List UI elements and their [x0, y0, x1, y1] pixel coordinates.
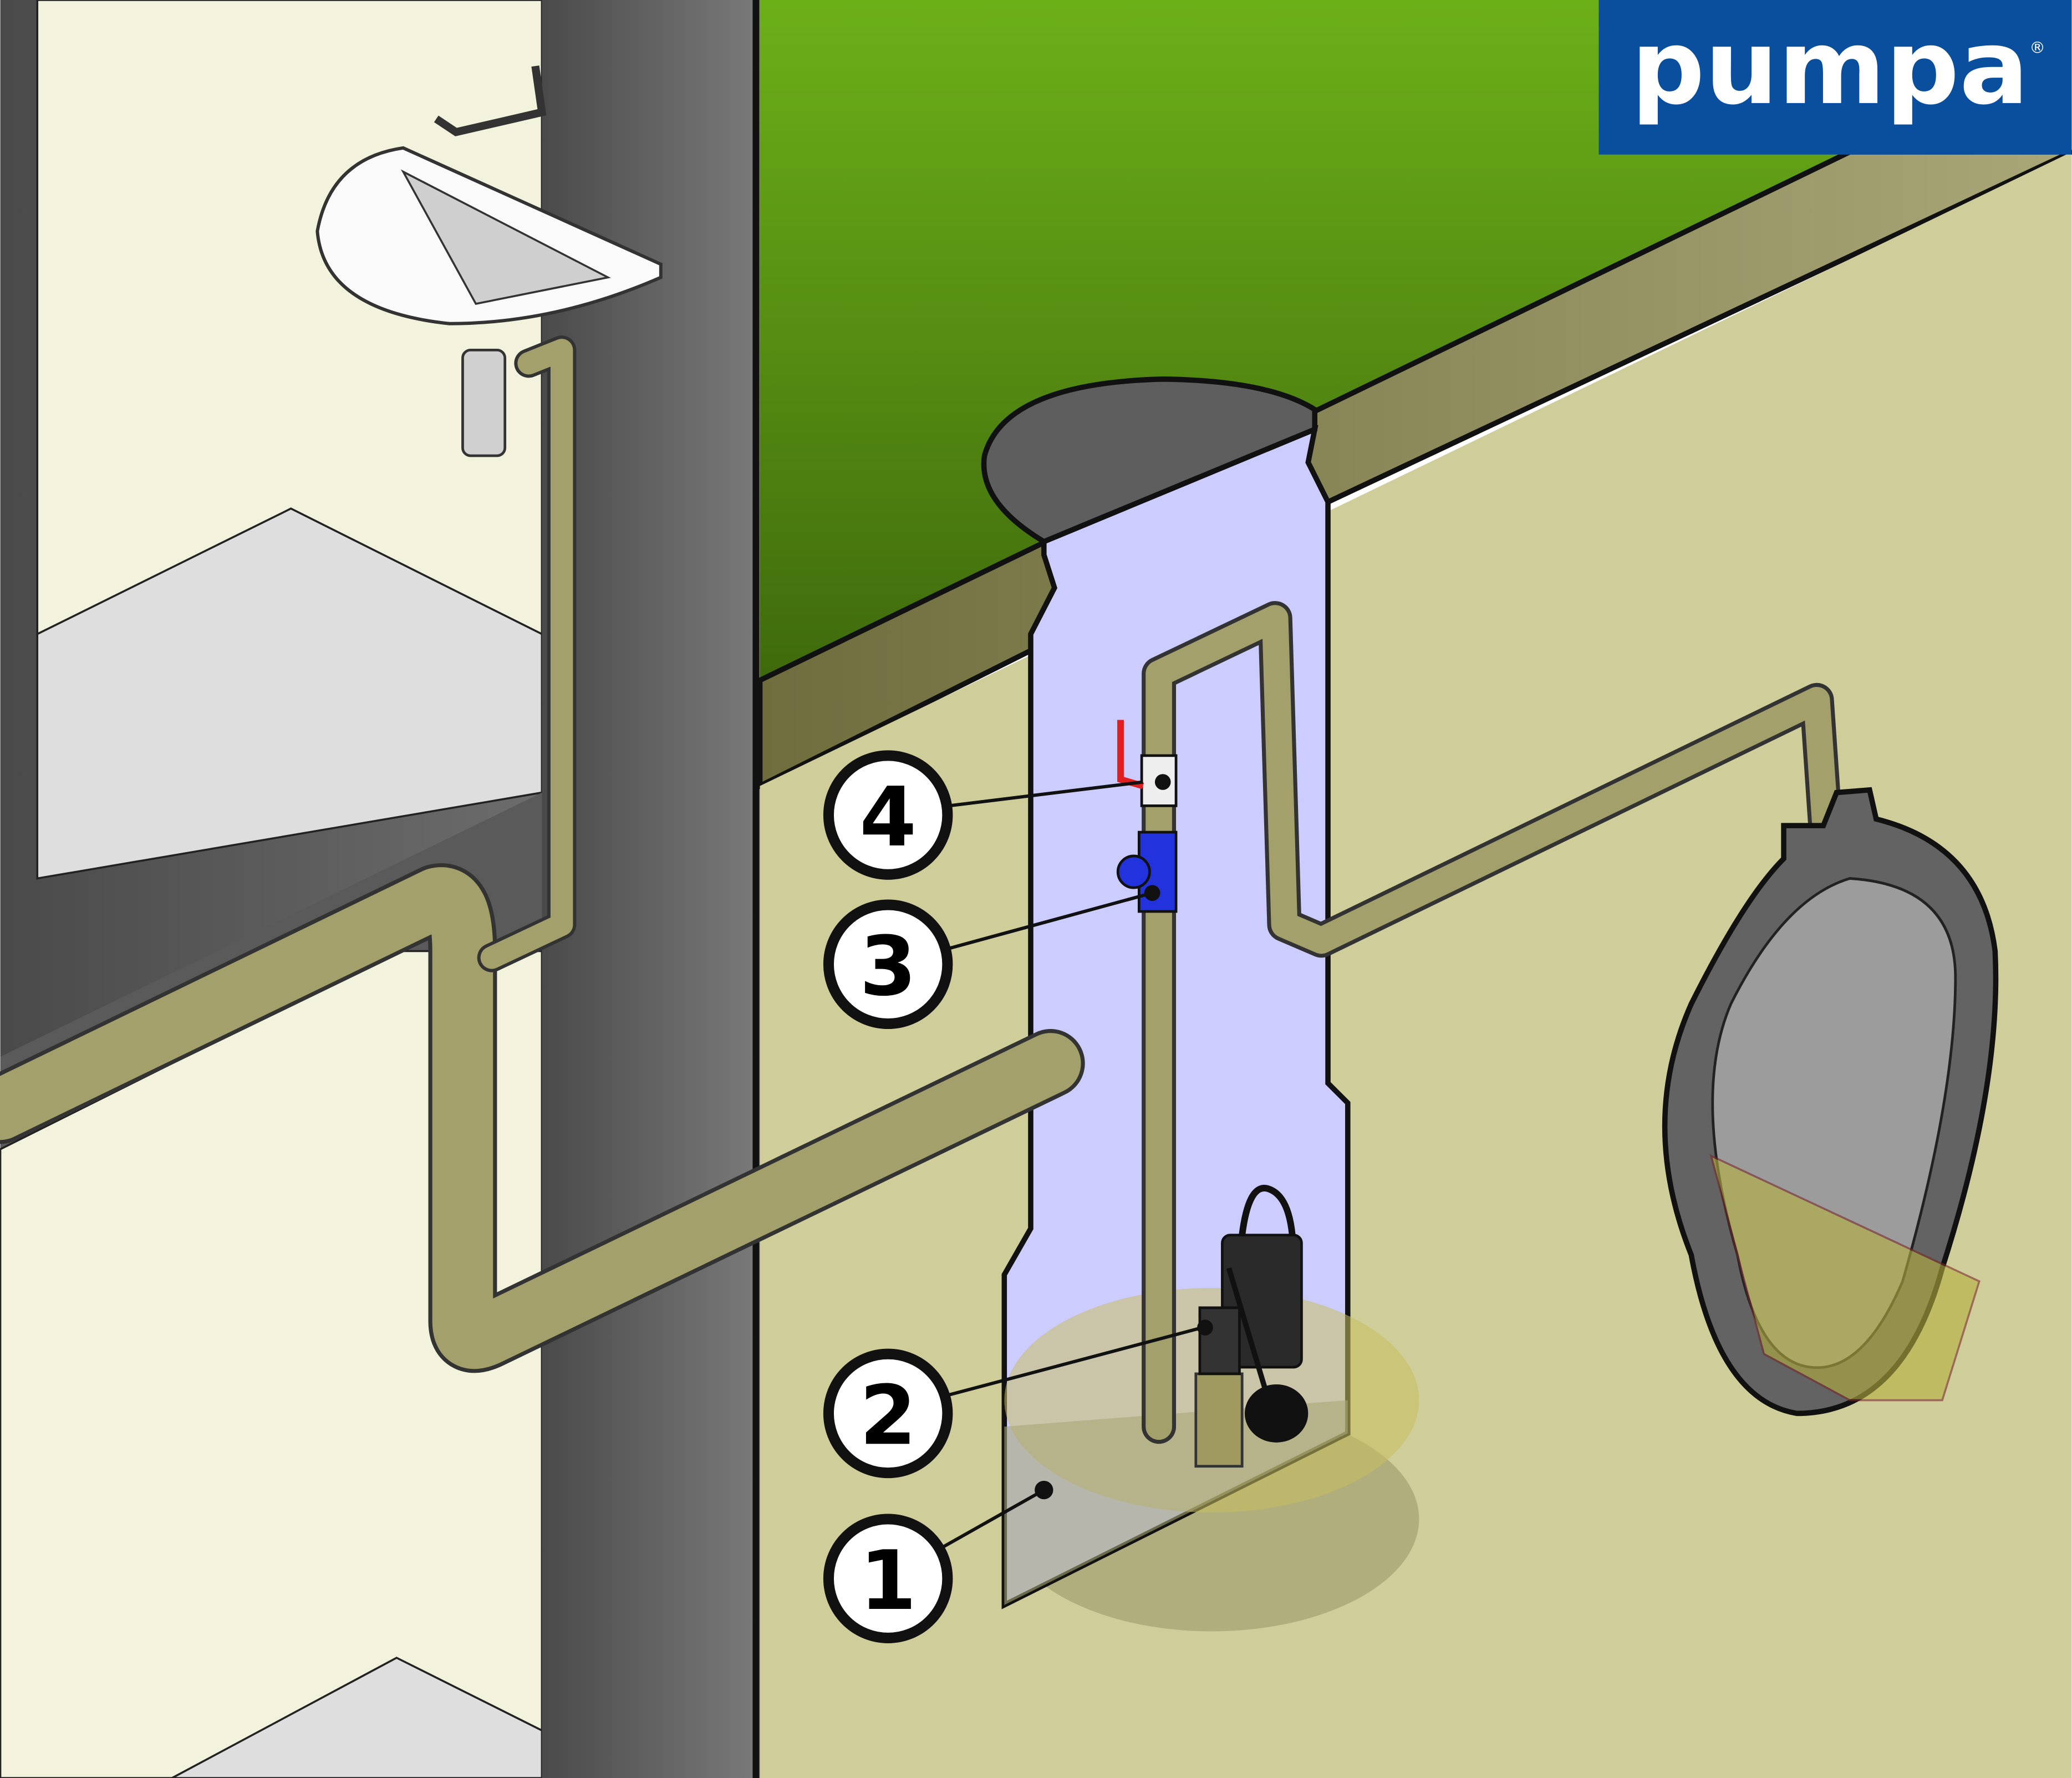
sump-point — [1035, 1480, 1053, 1500]
ground-edge — [757, 149, 2072, 791]
callout-4: 4 — [823, 750, 953, 880]
callout-leaders — [940, 780, 1203, 1550]
svg-text:3: 3 — [859, 919, 917, 1014]
svg-text:pumpa: pumpa — [1631, 7, 2029, 128]
sewer-tank — [1662, 787, 1999, 1417]
pumpa-logo: pumpa ® — [1598, 0, 2072, 155]
sink — [315, 65, 663, 457]
submersible-pump — [1194, 1185, 1309, 1468]
float-switch — [1244, 1384, 1309, 1443]
svg-text:2: 2 — [859, 1368, 917, 1463]
callout-3: 3 — [823, 899, 953, 1030]
callout-2: 2 — [823, 1348, 953, 1479]
svg-text:1: 1 — [859, 1533, 917, 1628]
pipes — [0, 335, 1847, 1444]
fittings — [1116, 720, 1309, 1468]
svg-text:®: ® — [2029, 38, 2045, 57]
svg-text:4: 4 — [859, 770, 917, 865]
callout-1: 1 — [823, 1514, 953, 1643]
